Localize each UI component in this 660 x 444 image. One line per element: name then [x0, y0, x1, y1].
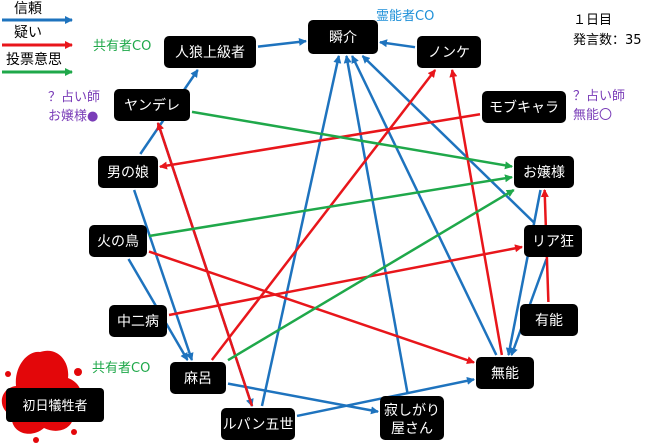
- node-sabishi: 寂しがり屋さん: [380, 396, 444, 440]
- sharer-co-note-bottom: 共有者CO: [92, 361, 150, 376]
- first-victim-box: 初日犠牲者: [6, 388, 104, 422]
- node-hinotori: 火の鳥: [89, 225, 147, 257]
- node-label-yuunou: 有能: [535, 313, 563, 329]
- node-yandere: ヤンデレ: [114, 89, 190, 121]
- node-box-nonke: [417, 36, 481, 68]
- node-box-ojou: [514, 156, 574, 188]
- node-box-hinotori: [89, 225, 147, 257]
- node-box-sabishi: [380, 396, 444, 440]
- node-mobu: モブキャラ: [482, 91, 566, 123]
- node-otoko: 男の娘: [98, 156, 158, 188]
- node-box-lupin: [221, 408, 295, 440]
- seer-claim-left-line1: ？占い師: [48, 90, 100, 105]
- node-label-munou: 無能: [491, 366, 519, 382]
- day-label: １日目: [573, 13, 612, 28]
- node-label-lupin: ルパン五世: [223, 417, 294, 433]
- node-label-sabishi: 寂しがり屋さん: [384, 403, 440, 437]
- node-box-chuuni: [109, 305, 167, 337]
- edge-doubt-hinotori-to-munou: [148, 250, 475, 364]
- edge-vote-hinotori-to-ojou: [148, 174, 513, 238]
- node-box-jinrou: [164, 36, 256, 68]
- legend-vote-label: 投票意思: [6, 51, 62, 68]
- edge-doubt-lupin-to-yandere: [156, 122, 254, 407]
- edge-trust-nonke-to-shunsuke: [379, 39, 416, 49]
- node-munou: 無能: [476, 357, 534, 389]
- node-label-yandere: ヤンデレ: [124, 97, 180, 114]
- node-maro: 麻呂: [170, 362, 226, 394]
- seer-claim-left-line2: お嬢様●: [48, 109, 98, 124]
- edge-vote-maro-to-ojou: [227, 188, 515, 362]
- node-label-shunsuke: 瞬介: [329, 30, 357, 46]
- node-label-mobu: モブキャラ: [489, 99, 559, 116]
- first-victim-label: 初日犠牲者: [22, 398, 87, 414]
- node-box-otoko: [98, 156, 158, 188]
- medium-co-note: 霊能者CO: [376, 9, 434, 24]
- edge-trust-sabishi-to-shunsuke: [343, 55, 409, 395]
- node-label-maro: 麻呂: [184, 371, 212, 387]
- node-label-nonke: ノンケ: [428, 45, 470, 61]
- seer-claim-right-line2: 無能〇: [573, 108, 612, 123]
- edge-trust-maro-to-sabishi: [227, 382, 379, 415]
- node-box-shunsuke: [308, 20, 378, 54]
- edge-trust-ojou-to-munou: [505, 189, 542, 356]
- node-label-chuuni: 中二病: [117, 314, 159, 330]
- edge-trust-munou-to-shunsuke: [351, 55, 498, 356]
- node-box-mobu: [482, 91, 566, 123]
- node-yuunou: 有能: [520, 304, 578, 336]
- node-jinrou: 人狼上級者: [164, 36, 256, 68]
- node-box-munou: [476, 357, 534, 389]
- edge-trust-lupin-to-shunsuke: [260, 55, 342, 407]
- node-lupin: ルパン五世: [221, 408, 295, 440]
- edge-trust-jinrou-to-shunsuke: [257, 37, 307, 48]
- node-riajuu: リア狂: [524, 225, 582, 257]
- legend-doubt-label: 疑い: [14, 25, 42, 41]
- node-box-riajuu: [524, 225, 582, 257]
- node-label-ojou: お嬢様: [523, 165, 565, 181]
- node-label-jinrou: 人狼上級者: [175, 45, 245, 61]
- statement-count: 発言数：35: [573, 33, 642, 48]
- edge-trust-otoko-to-maro: [132, 189, 194, 361]
- edge-doubt-chuuni-to-riajuu: [168, 244, 523, 317]
- legend: 信頼 疑い 投票意思: [2, 1, 73, 76]
- node-shunsuke: 瞬介: [308, 20, 378, 54]
- node-box-yandere: [114, 89, 190, 121]
- node-nonke: ノンケ: [417, 36, 481, 68]
- node-label-hinotori: 火の鳥: [97, 234, 139, 250]
- node-chuuni: 中二病: [109, 305, 167, 337]
- sharer-co-note-top: 共有者CO: [93, 39, 151, 54]
- edge-doubt-maro-to-nonke: [210, 69, 437, 361]
- node-ojou: お嬢様: [514, 156, 574, 188]
- node-label-otoko: 男の娘: [107, 165, 149, 181]
- seer-claim-right-line1: ？占い師: [573, 89, 625, 104]
- legend-trust-label: 信頼: [14, 1, 42, 17]
- node-label-riajuu: リア狂: [532, 234, 574, 250]
- edge-vote-yandere-to-ojou: [191, 110, 513, 170]
- node-box-yuunou: [520, 304, 578, 336]
- node-box-maro: [170, 362, 226, 394]
- edge-doubt-mobu-to-otoko: [159, 112, 481, 170]
